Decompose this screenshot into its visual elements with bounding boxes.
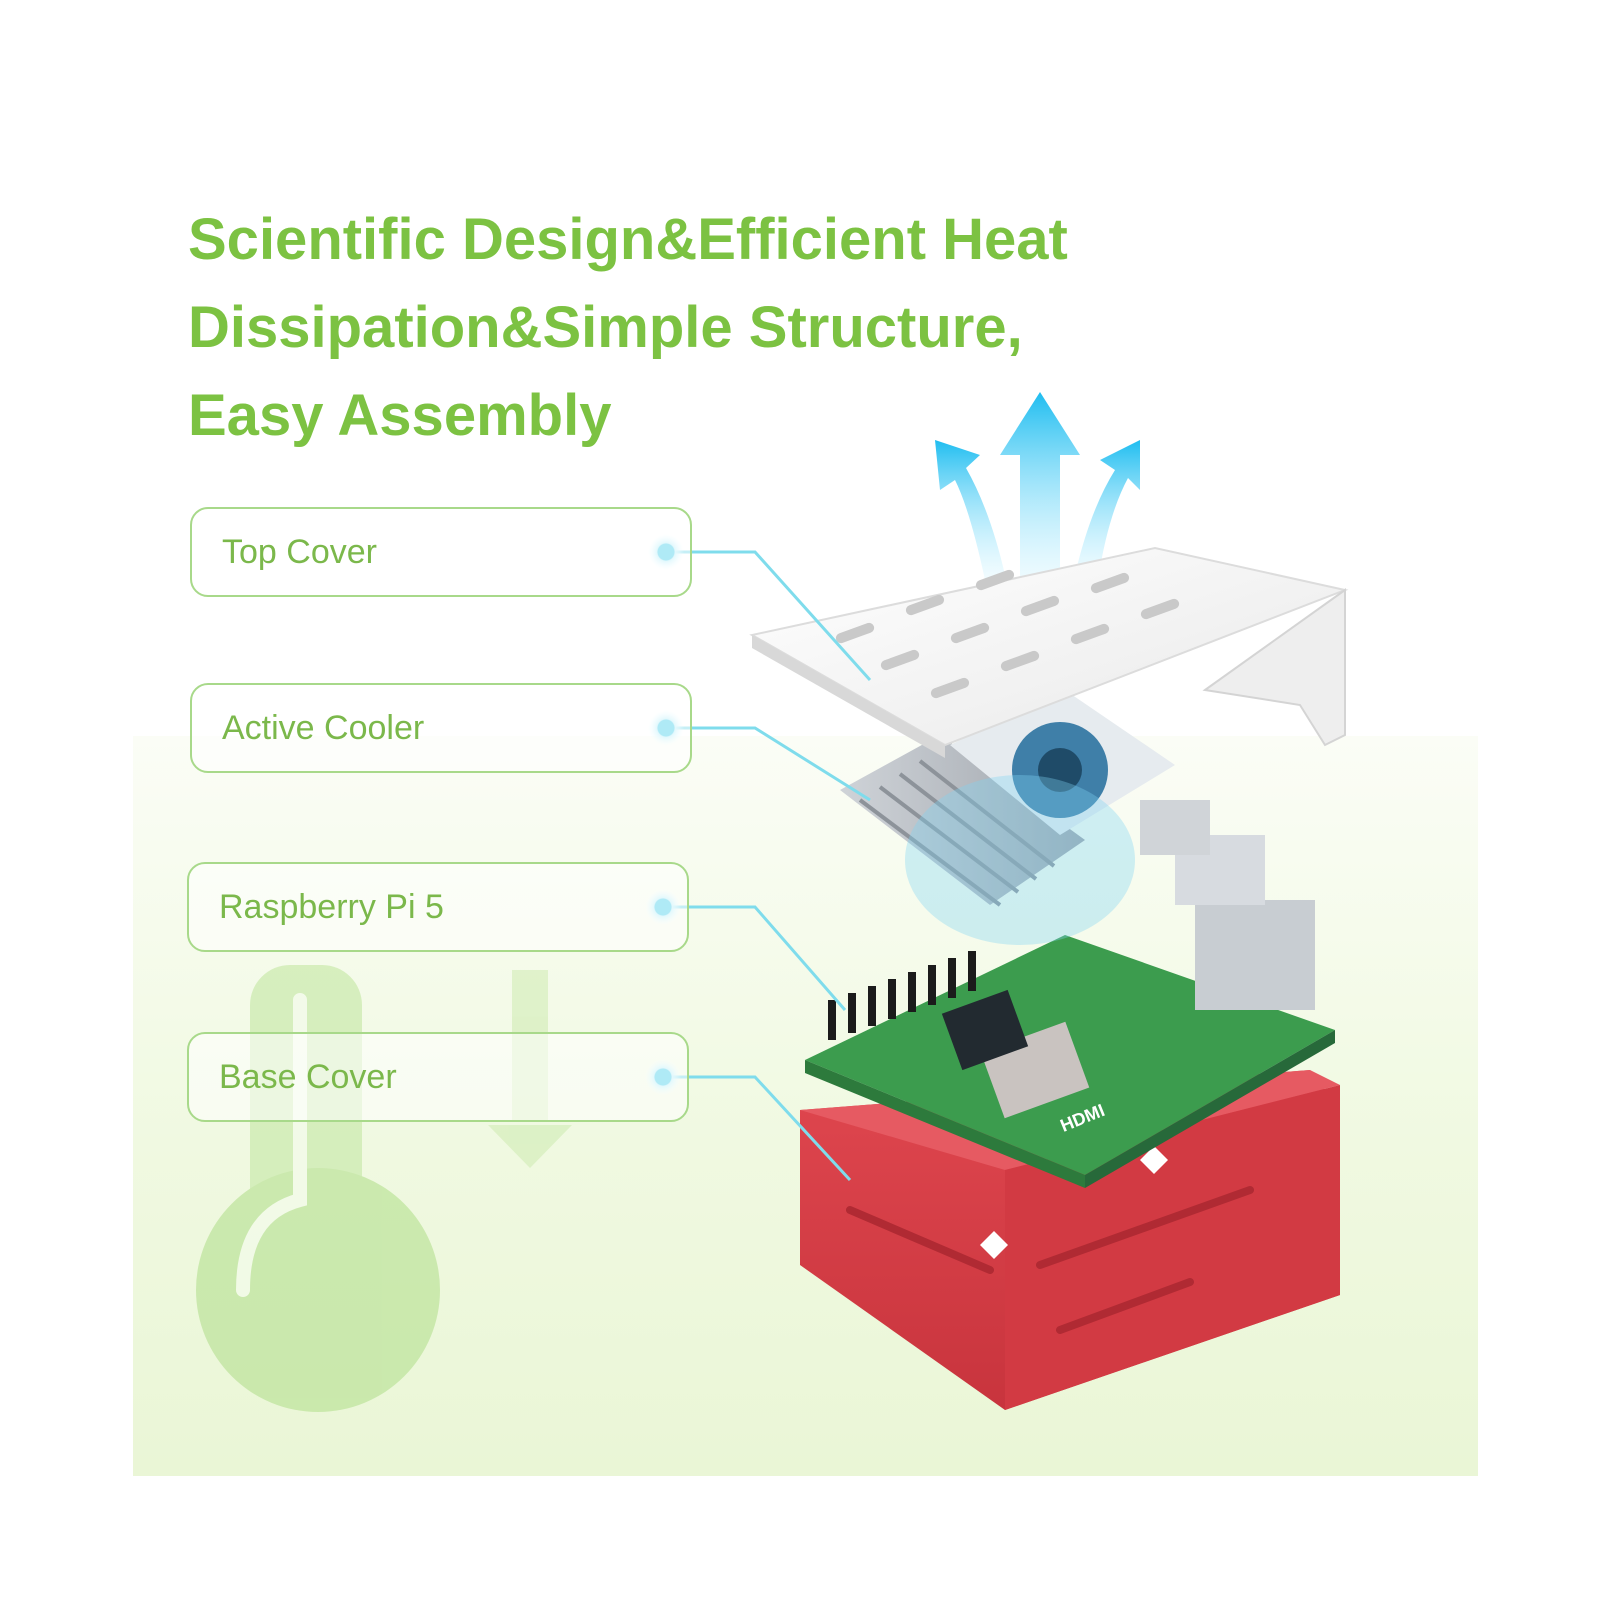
connector-line-base-cover (663, 1075, 852, 1182)
headline: Scientific Design&Efficient Heat Dissipa… (188, 196, 1238, 460)
connector-line-raspberry-pi (663, 905, 847, 1011)
airflow-arrows-icon (935, 392, 1140, 590)
raspberry-pi-board-illustration: HDMI (805, 800, 1335, 1188)
top-cover-illustration (749, 546, 1349, 758)
label-top-cover: Top Cover (190, 507, 692, 597)
connector-line-top-cover (666, 550, 872, 682)
headline-line-1: Scientific Design&Efficient Heat (188, 207, 1068, 272)
label-top-cover-text: Top Cover (222, 533, 377, 571)
active-cooler-illustration (840, 690, 1175, 945)
label-base-cover: Base Cover (187, 1032, 689, 1122)
label-raspberry-pi-5: Raspberry Pi 5 (187, 862, 689, 952)
label-raspberry-pi-5-text: Raspberry Pi 5 (219, 888, 444, 926)
headline-line-3: Easy Assembly (188, 383, 612, 448)
label-base-cover-text: Base Cover (219, 1058, 397, 1096)
label-active-cooler-text: Active Cooler (222, 709, 425, 747)
headline-line-2: Dissipation&Simple Structure, (188, 295, 1023, 360)
connector-line-active-cooler (666, 726, 871, 802)
label-active-cooler: Active Cooler (190, 683, 692, 773)
